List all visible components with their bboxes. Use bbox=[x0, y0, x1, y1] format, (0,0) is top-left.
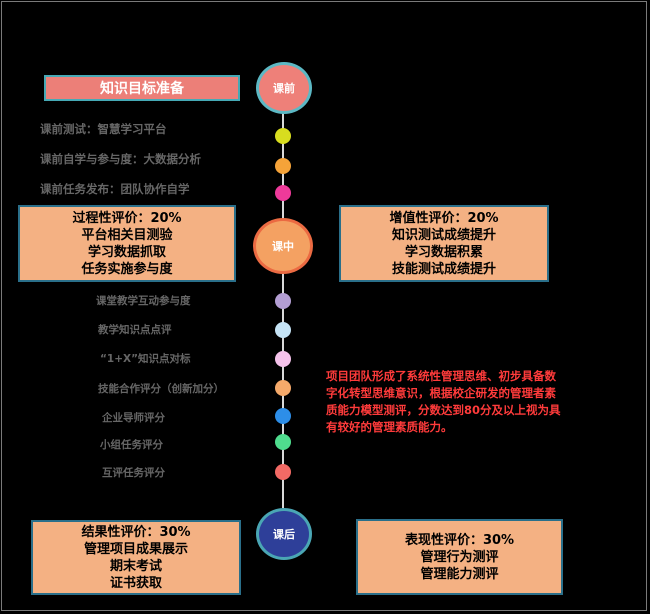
process-evaluation-head: 过程性评价：20% bbox=[72, 210, 182, 226]
mid-dot-6 bbox=[275, 434, 291, 450]
performance-line-1: 管理行为测评 bbox=[420, 549, 499, 565]
mid-item-1x-standard: “1+X”知识点对标 bbox=[100, 353, 191, 365]
process-evaluation-box: 过程性评价：20% 平台相关目测验 学习数据抓取 任务实施参与度 bbox=[18, 205, 236, 282]
pre-dot-3 bbox=[275, 185, 291, 201]
mid-dot-5 bbox=[275, 408, 291, 424]
process-line-2: 学习数据抓取 bbox=[87, 244, 166, 260]
mid-dot-7 bbox=[275, 464, 291, 480]
value-line-2: 学习数据积累 bbox=[404, 244, 483, 260]
result-line-3: 证书获取 bbox=[109, 575, 162, 591]
mid-item-skill-cooperation: 技能合作评分（创新加分） bbox=[98, 383, 224, 395]
result-evaluation-head: 结果性评价：30% bbox=[81, 524, 191, 540]
mid-dot-2 bbox=[275, 322, 291, 338]
value-line-1: 知识测试成绩提升 bbox=[391, 227, 496, 243]
stage-pre-class: 课前 bbox=[256, 62, 312, 114]
competency-note: 项目团队形成了系统性管理思维、初步具备数字化转型思维意识，根据校企研发的管理者素… bbox=[326, 369, 561, 434]
mid-item-peer-score: 互评任务评分 bbox=[102, 467, 165, 479]
value-line-3: 技能测试成绩提升 bbox=[391, 261, 496, 277]
stage-post-class: 课后 bbox=[256, 508, 312, 560]
mid-dot-3 bbox=[275, 351, 291, 367]
mid-item-interaction: 课堂教学互动参与度 bbox=[96, 295, 191, 307]
pre-dot-1 bbox=[275, 128, 291, 144]
pre-item-task: 课前任务发布：团队协作自学 bbox=[40, 182, 190, 196]
mid-item-knowledge-review: 教学知识点点评 bbox=[98, 324, 172, 336]
performance-evaluation-head: 表现性评价：30% bbox=[404, 532, 515, 548]
stage-in-class: 课中 bbox=[253, 218, 313, 274]
performance-line-2: 管理能力测评 bbox=[420, 566, 499, 582]
value-added-evaluation-box: 增值性评价：20% 知识测试成绩提升 学习数据积累 技能测试成绩提升 bbox=[339, 205, 549, 282]
mid-item-group-score: 小组任务评分 bbox=[100, 439, 163, 451]
result-evaluation-box: 结果性评价：30% 管理项目成果展示 期末考试 证书获取 bbox=[31, 520, 241, 595]
pre-item-self-study: 课前自学与参与度：大数据分析 bbox=[40, 152, 201, 166]
mid-dot-1 bbox=[275, 293, 291, 309]
result-line-2: 期末考试 bbox=[109, 558, 162, 574]
pre-item-test: 课前测试：智慧学习平台 bbox=[40, 122, 167, 136]
mid-item-mentor-score: 企业导师评分 bbox=[102, 412, 165, 424]
process-line-3: 任务实施参与度 bbox=[81, 261, 173, 277]
mid-dot-4 bbox=[275, 380, 291, 396]
knowledge-goal-banner: 知识目标准备 bbox=[44, 75, 240, 101]
result-line-1: 管理项目成果展示 bbox=[83, 541, 188, 557]
pre-dot-2 bbox=[275, 158, 291, 174]
value-added-head: 增值性评价：20% bbox=[389, 210, 499, 226]
performance-evaluation-box: 表现性评价：30% 管理行为测评 管理能力测评 bbox=[356, 519, 563, 595]
process-line-1: 平台相关目测验 bbox=[81, 227, 173, 243]
